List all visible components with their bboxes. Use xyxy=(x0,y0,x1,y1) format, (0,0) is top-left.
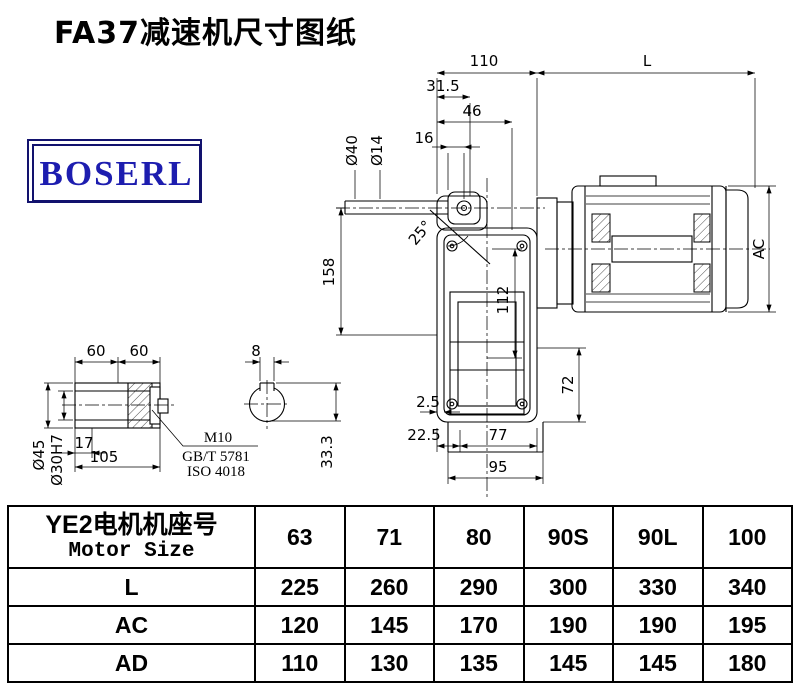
value-cell: 180 xyxy=(701,643,793,683)
value-cell: 300 xyxy=(522,567,614,607)
size-col-80: 80 xyxy=(433,505,525,569)
dim-o30h7-label: Ø30H7 xyxy=(48,434,66,486)
shaft-dimensions: 60 60 Ø45 Ø30H7 17 105 M10 GB/T 5781 ISO… xyxy=(30,342,258,486)
table-row-AD: AD 110 130 135 145 145 180 xyxy=(7,643,793,683)
dim-angle-25: 25° xyxy=(405,217,436,249)
dim-112: 112 xyxy=(487,248,522,359)
dim-L-label: L xyxy=(643,52,652,70)
dim-16: 16 xyxy=(414,129,480,199)
dim-16-label: 16 xyxy=(414,129,433,147)
dim-158: 158 xyxy=(320,207,437,336)
value-cell: 330 xyxy=(612,567,704,607)
dim-60a-label: 60 xyxy=(86,342,105,360)
boserl-logo-text: BOSERL xyxy=(39,153,194,193)
value-cell: 170 xyxy=(433,605,525,645)
value-cell: 225 xyxy=(254,567,346,607)
value-cell: 195 xyxy=(701,605,793,645)
dim-o14-label: Ø14 xyxy=(368,135,386,166)
dim-72-label: 72 xyxy=(559,375,577,394)
hollow-shaft-detail-view xyxy=(62,382,176,429)
dim-AC-label: AC xyxy=(750,239,768,259)
value-cell: 290 xyxy=(433,567,525,607)
size-col-90s: 90S xyxy=(522,505,614,569)
dim-110-label: 110 xyxy=(470,52,499,70)
dim-o40-label: Ø40 xyxy=(343,135,361,166)
dim-95-label: 95 xyxy=(488,458,507,476)
value-cell: 145 xyxy=(612,643,704,683)
value-cell: 190 xyxy=(612,605,704,645)
dim-2-5-label: 2.5 xyxy=(416,393,440,411)
dim-8-label: 8 xyxy=(251,342,261,360)
value-cell: 145 xyxy=(522,643,614,683)
dim-17-label: 17 xyxy=(74,434,93,452)
dim-112-label: 112 xyxy=(494,286,512,315)
dim-33-3-label: 33.3 xyxy=(318,435,336,468)
size-col-71: 71 xyxy=(343,505,435,569)
motor-size-header-en: Motor Size xyxy=(68,540,195,564)
boserl-logo-frame: BOSERL xyxy=(32,144,201,202)
dim-25deg-label: 25° xyxy=(405,217,436,249)
motor xyxy=(545,175,770,313)
value-cell: 120 xyxy=(254,605,346,645)
input-shaft xyxy=(336,191,545,225)
bolt-spec-label: M10 xyxy=(204,430,232,446)
row-label-AC: AC xyxy=(7,605,256,645)
dim-77-label: 77 xyxy=(488,426,507,444)
row-label-AD: AD xyxy=(7,643,256,683)
motor-size-table: YE2电机机座号 Motor Size 63 71 80 90S 90L 100… xyxy=(7,505,793,683)
boserl-logo: BOSERL xyxy=(27,139,202,203)
standard-gbt-label: GB/T 5781 xyxy=(182,449,250,465)
dim-46-label: 46 xyxy=(462,102,481,120)
value-cell: 135 xyxy=(433,643,525,683)
value-cell: 130 xyxy=(343,643,435,683)
keyway-section-view: 8 33.3 xyxy=(244,342,341,469)
size-col-90l: 90L xyxy=(612,505,704,569)
motor-adapter-flange xyxy=(536,197,574,309)
dim-60b-label: 60 xyxy=(129,342,148,360)
motor-size-header-cell: YE2电机机座号 Motor Size xyxy=(7,505,256,569)
standard-iso-label: ISO 4018 xyxy=(187,464,245,480)
value-cell: 110 xyxy=(254,643,346,683)
value-cell: 145 xyxy=(343,605,435,645)
dim-22-5-77-95: 22.5 77 95 xyxy=(407,426,544,484)
table-row-L: L 225 260 290 300 330 340 xyxy=(7,567,793,607)
value-cell: 260 xyxy=(343,567,435,607)
value-cell: 190 xyxy=(522,605,614,645)
size-col-100: 100 xyxy=(701,505,793,569)
size-col-63: 63 xyxy=(254,505,346,569)
dim-22-5-label: 22.5 xyxy=(407,426,440,444)
dim-2-5: 2.5 xyxy=(416,393,460,415)
dim-o45-label: Ø45 xyxy=(30,440,48,471)
gearbox-housing xyxy=(429,178,544,500)
dim-shaft-diameters: Ø40 Ø14 xyxy=(343,135,386,199)
page-title: FA37减速机尺寸图纸 xyxy=(54,16,358,51)
motor-size-header-cn: YE2电机机座号 xyxy=(45,511,218,540)
dim-105-label: 105 xyxy=(90,448,119,466)
technical-drawing: 110 L 31.5 46 16 Ø40 Ø14 25° 158 xyxy=(30,52,776,500)
dim-31-5-label: 31.5 xyxy=(426,77,459,95)
dim-158-label: 158 xyxy=(320,258,338,287)
dim-110-L: 110 L xyxy=(436,52,756,196)
dim-AC: AC xyxy=(728,185,776,313)
dim-46: 46 xyxy=(437,102,513,230)
row-label-L: L xyxy=(7,567,256,607)
table-row-AC: AC 120 145 170 190 190 195 xyxy=(7,605,793,645)
value-cell: 340 xyxy=(701,567,793,607)
dim-72: 72 xyxy=(537,347,586,423)
